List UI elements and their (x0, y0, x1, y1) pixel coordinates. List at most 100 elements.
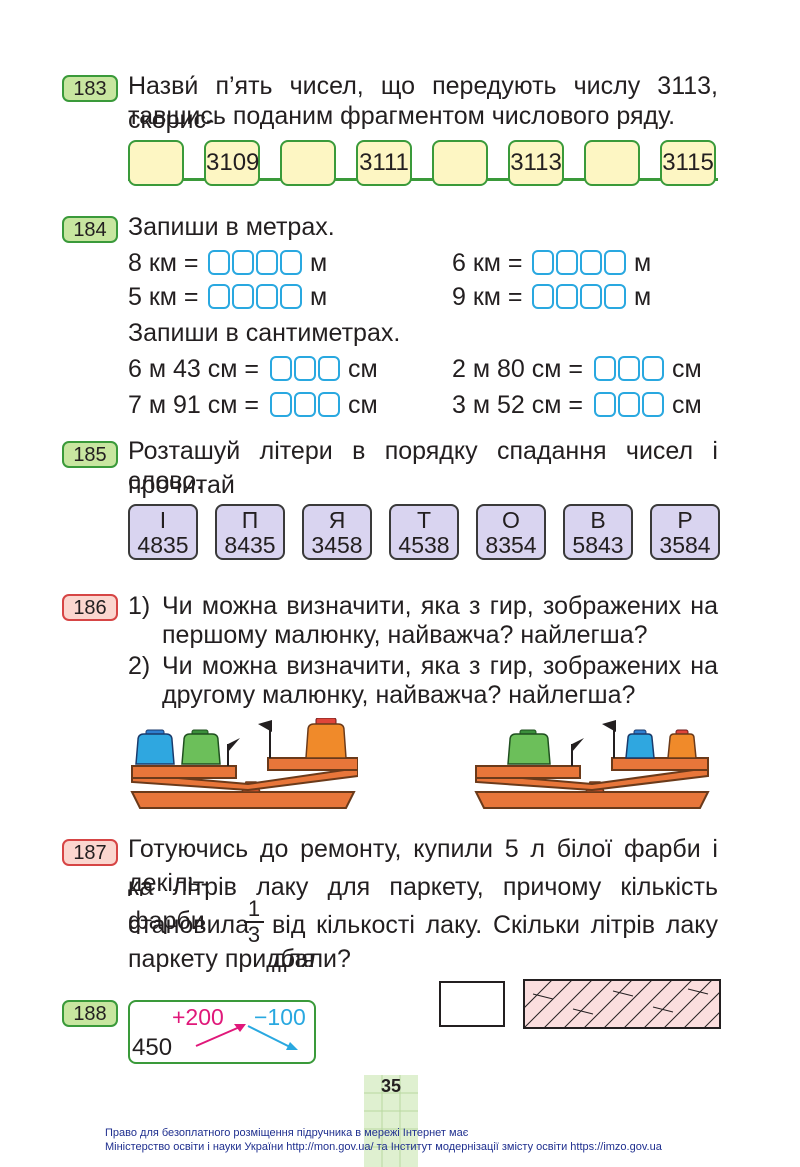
card-letter: О (502, 507, 520, 533)
task-187-line4: паркету придбали? (128, 945, 351, 973)
expr-8km: 8 км = (128, 249, 199, 277)
card-number: 3458 (311, 532, 363, 558)
operation-plus-200: +200 (172, 1004, 224, 1030)
green-weight-icon (507, 729, 551, 765)
expr-7m91cm: 7 м 91 см = (128, 391, 259, 419)
card-number: 8354 (485, 532, 537, 558)
card-letter: Т (416, 507, 432, 533)
card-letter: І (159, 507, 167, 533)
q1-marker: 1) (128, 592, 151, 620)
unit-m: м (634, 249, 652, 277)
number-line-fragment: 3109 3111 3113 3115 (128, 140, 718, 188)
task-184-title-centimeters: Запиши в сантиметрах. (128, 319, 401, 347)
answer-cells-8km[interactable] (208, 250, 302, 275)
task-186-q1-line2: першому малюнку, найважча? найлегша? (162, 621, 648, 649)
arrow-up-icon (195, 1025, 243, 1047)
task-number-184: 184 (62, 216, 118, 243)
card-number: 3584 (659, 532, 711, 558)
unit-m: м (310, 249, 328, 277)
unit-cm: см (672, 391, 702, 419)
operation-chain: 450 +200 −100 (128, 1000, 316, 1064)
answer-cells-9km[interactable] (532, 284, 626, 309)
answer-cells-7m91cm[interactable] (270, 392, 340, 417)
unit-cm: см (672, 355, 702, 383)
card-number: 4538 (398, 532, 450, 558)
number-box-1[interactable] (128, 140, 184, 186)
answer-cells-2m80cm[interactable] (594, 356, 664, 381)
answer-cells-3m52cm[interactable] (594, 392, 664, 417)
number-box-7[interactable] (584, 140, 640, 186)
green-weight-icon (181, 729, 221, 765)
answer-cells-6m43cm[interactable] (270, 356, 340, 381)
number-box-5[interactable] (432, 140, 488, 186)
balance-scale-1-illustration (130, 718, 358, 809)
small-orange-weight-icon (667, 729, 697, 759)
balance-scale-2-illustration (474, 720, 710, 809)
fraction-one-third: 1 3 (244, 898, 264, 946)
fraction-denominator: 3 (247, 922, 261, 947)
chain-start-value: 450 (132, 1034, 173, 1061)
task-187-line3-start: становила (128, 911, 250, 939)
expr-2m80cm: 2 м 80 см = (452, 355, 583, 383)
task-number-188: 188 (62, 1000, 118, 1027)
answer-cells-6km[interactable] (532, 250, 626, 275)
unit-cm: см (348, 355, 378, 383)
task-186-q1-line1: Чи можна визначити, яка з гир, зображени… (162, 592, 718, 620)
expr-6km: 6 км = (452, 249, 523, 277)
card-number: 5843 (572, 532, 624, 558)
q2-marker: 2) (128, 652, 151, 680)
task-187-line3-end: від кількості лаку. Скільки літрів лаку … (272, 911, 718, 973)
page-number: 35 (380, 1076, 402, 1096)
task-number-183: 183 (62, 75, 118, 102)
operation-minus-100: −100 (254, 1004, 306, 1030)
page-number-grid (364, 1075, 418, 1167)
task-184-title-meters: Запиши в метрах. (128, 213, 335, 241)
number-box-4: 3111 (356, 140, 412, 186)
footer-line-2: Міністерство освіти і науки України http… (105, 1141, 662, 1153)
card-number: 8435 (224, 532, 276, 558)
footer-line-1: Право для безоплатного розміщення підруч… (105, 1127, 469, 1139)
arrow-down-icon (247, 1025, 293, 1049)
task-183-text-line2: тавшись поданим фрагментом числового ряд… (128, 102, 676, 130)
task-number-185: 185 (62, 441, 118, 468)
expr-9km: 9 км = (452, 283, 523, 311)
task-185-text-line2: слово. (128, 467, 204, 495)
empty-answer-box[interactable] (439, 981, 505, 1027)
task-183-text-line1: Назви́ п’ять чисел, що передують числу 3… (128, 72, 718, 134)
task-number-187: 187 (62, 839, 118, 866)
task-185-text-line1: Розташуй літери в порядку спадання чисел… (128, 437, 718, 499)
task-186-q2-line2: другому малюнку, найважча? найлегша? (162, 681, 636, 709)
orange-weight-icon (305, 718, 347, 759)
answer-cells-5km[interactable] (208, 284, 302, 309)
task-number-186: 186 (62, 594, 118, 621)
number-box-8: 3115 (660, 140, 716, 186)
task-187-line1: Готуючись до ремонту, купили 5 л білої ф… (128, 835, 718, 897)
hatched-box-illustration (523, 979, 721, 1029)
chain-arrows (195, 1024, 298, 1050)
card-letter: П (241, 507, 259, 533)
task-187-line2: ка літрів лаку для паркету, причому кіль… (128, 873, 718, 935)
fraction-bar (244, 921, 264, 923)
card-letter: Р (677, 507, 693, 533)
number-box-3[interactable] (280, 140, 336, 186)
card-letter: Я (328, 507, 346, 533)
card-letter: В (590, 507, 606, 533)
unit-m: м (310, 283, 328, 311)
card-number: 4835 (137, 532, 189, 558)
expr-5km: 5 км = (128, 283, 199, 311)
fraction-numerator: 1 (247, 896, 261, 921)
task-186-q2-line1: Чи можна визначити, яка з гир, зображени… (162, 652, 718, 680)
number-box-2: 3109 (204, 140, 260, 186)
expr-3m52cm: 3 м 52 см = (452, 391, 583, 419)
expr-6m43cm: 6 м 43 см = (128, 355, 259, 383)
small-blue-weight-icon (625, 729, 655, 759)
unit-cm: см (348, 391, 378, 419)
number-box-6: 3113 (508, 140, 564, 186)
